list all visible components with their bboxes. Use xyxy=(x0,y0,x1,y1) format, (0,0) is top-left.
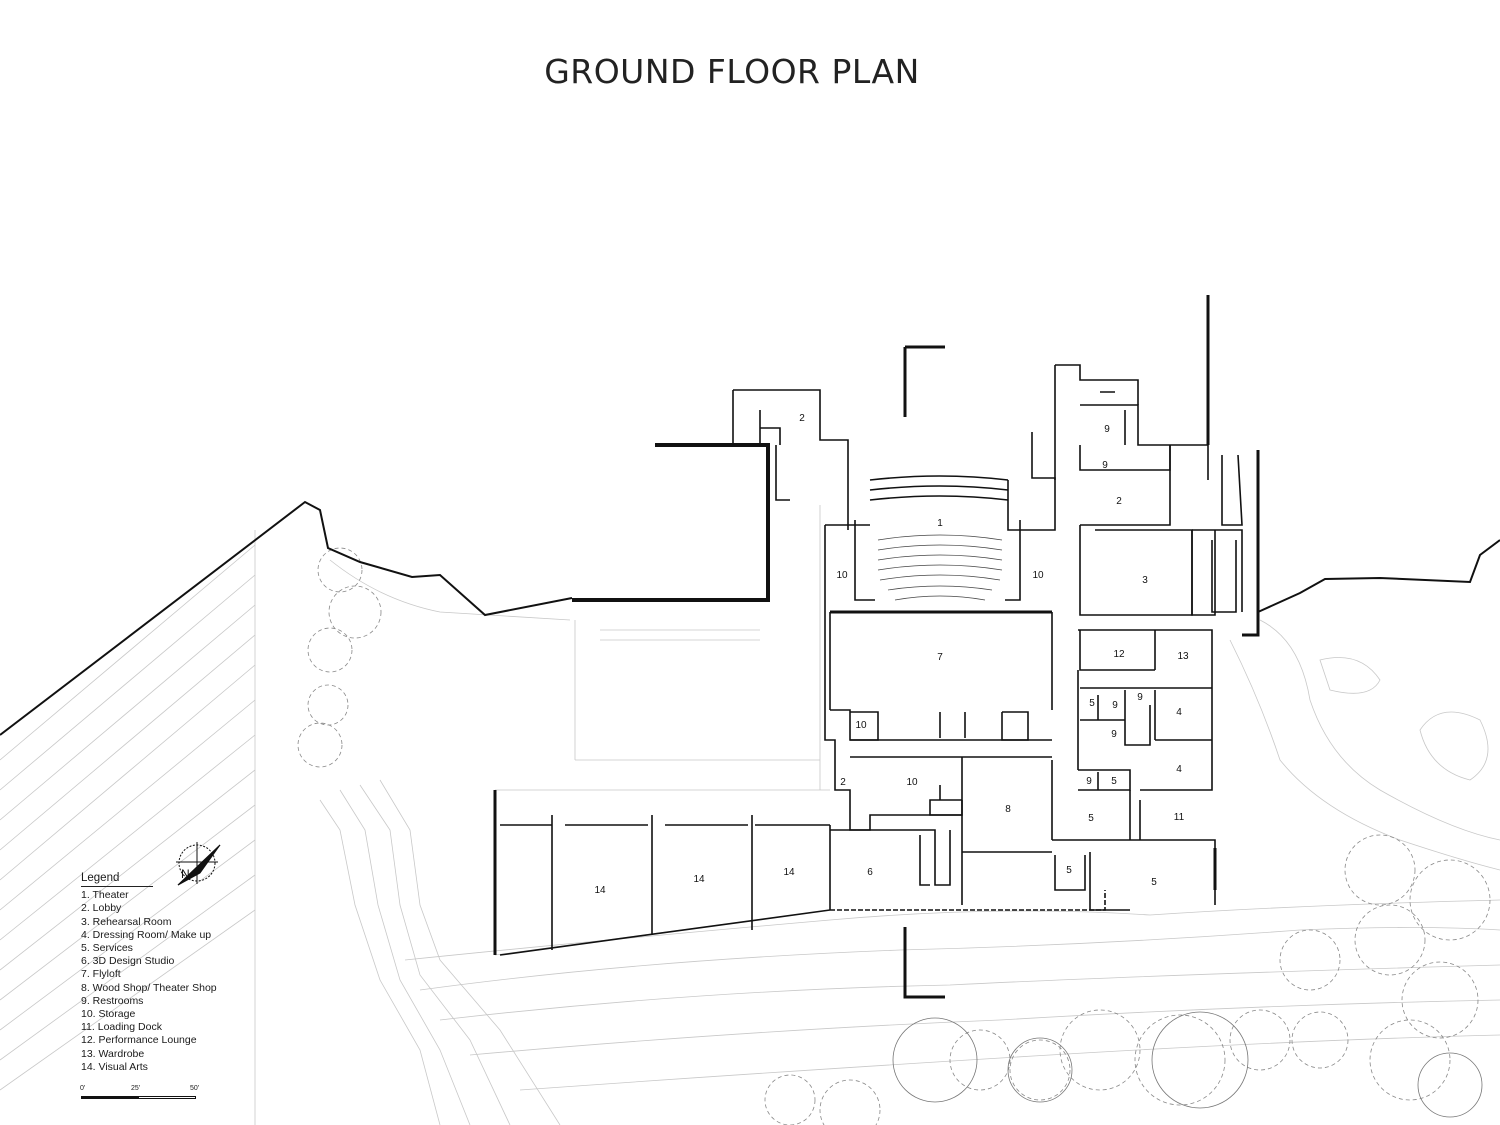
legend-item: 10. Storage xyxy=(81,1008,136,1021)
legend-item: 2. Lobby xyxy=(81,902,122,915)
legend-item: 8. Wood Shop/ Theater Shop xyxy=(81,981,217,994)
site-contours xyxy=(0,505,1500,1125)
building-walls xyxy=(493,295,1260,999)
room-label-services-c: 5 xyxy=(1088,813,1094,824)
legend-item: 13. Wardrobe xyxy=(81,1047,145,1060)
legend-item: 6. 3D Design Studio xyxy=(81,955,175,968)
room-label-storage-s2: 10 xyxy=(906,777,918,788)
room-label-wardrobe: 13 xyxy=(1177,651,1189,662)
room-label-services-a: 5 xyxy=(1089,698,1095,709)
room-label-services-d: 5 xyxy=(1066,865,1072,876)
room-label-theater: 1 xyxy=(937,518,943,529)
scale-tick-50: 50' xyxy=(190,1085,200,1092)
room-label-visual-arts-c: 14 xyxy=(783,867,795,878)
page-title: GROUND FLOOR PLAN xyxy=(544,52,920,91)
room-label-lounge: 12 xyxy=(1113,649,1125,660)
scale-bar-hollow xyxy=(138,1096,196,1099)
theater-seating xyxy=(877,534,1003,601)
room-label-restroom-c: 9 xyxy=(1111,729,1117,740)
room-label-woodshop: 8 xyxy=(1005,804,1011,815)
room-label-lobby-nw: 2 xyxy=(799,413,805,424)
room-label-restroom-b: 9 xyxy=(1137,692,1143,703)
room-label-lobby-ne: 2 xyxy=(1116,496,1122,507)
north-label: N xyxy=(181,867,190,881)
room-label-design-studio: 6 xyxy=(867,867,873,878)
room-label-loading: 11 xyxy=(1174,812,1185,823)
room-label-storage-w: 10 xyxy=(836,570,848,581)
room-label-rehearsal: 3 xyxy=(1142,575,1148,586)
scale-tick-0: 0' xyxy=(80,1085,86,1092)
legend-item: 14. Visual Arts xyxy=(81,1060,148,1073)
room-label-dressing-a: 4 xyxy=(1176,707,1182,718)
legend-item: 1. Theater xyxy=(81,889,129,902)
site-trees-solid xyxy=(892,1011,1483,1118)
room-label-restroom-d: 9 xyxy=(1086,776,1092,787)
legend-title: Legend xyxy=(81,872,153,888)
scale-bar-solid xyxy=(81,1096,138,1099)
north-arrow-icon: N xyxy=(176,842,221,886)
room-label-storage-e: 10 xyxy=(1032,570,1044,581)
scale-tick-25: 25' xyxy=(131,1085,141,1092)
room-label-restroom-a: 9 xyxy=(1112,700,1118,711)
terrain-edge xyxy=(0,500,1500,736)
room-label-services-e: 5 xyxy=(1151,877,1157,888)
room-label-visual-arts-b: 14 xyxy=(693,874,705,885)
legend-item: 11. Loading Dock xyxy=(81,1021,162,1034)
room-label-restroom-n1: 9 xyxy=(1104,424,1110,435)
legend-item: 5. Services xyxy=(81,942,133,955)
legend-item: 12. Performance Lounge xyxy=(81,1034,197,1047)
room-label-services-b: 5 xyxy=(1111,776,1117,787)
room-label-flyloft: 7 xyxy=(937,652,943,663)
legend-item: 9. Restrooms xyxy=(81,994,144,1007)
legend-item: 3. Rehearsal Room xyxy=(81,915,172,928)
scale-bar: 0' 25' 50' xyxy=(80,1085,200,1115)
room-label-restroom-n2: 9 xyxy=(1102,460,1108,471)
room-label-storage-s1: 10 xyxy=(855,720,867,731)
legend-item: 4. Dressing Room/ Make up xyxy=(81,928,212,941)
room-labels: 2 1 10 10 7 2 9 9 3 12 13 5 9 9 9 4 4 9 … xyxy=(594,413,1189,896)
site-trees xyxy=(297,547,1491,1125)
room-label-dressing-b: 4 xyxy=(1176,764,1182,775)
room-label-lobby-s: 2 xyxy=(840,777,846,788)
legend-item: 7. Flyloft xyxy=(81,968,121,981)
room-label-visual-arts-a: 14 xyxy=(594,885,606,896)
